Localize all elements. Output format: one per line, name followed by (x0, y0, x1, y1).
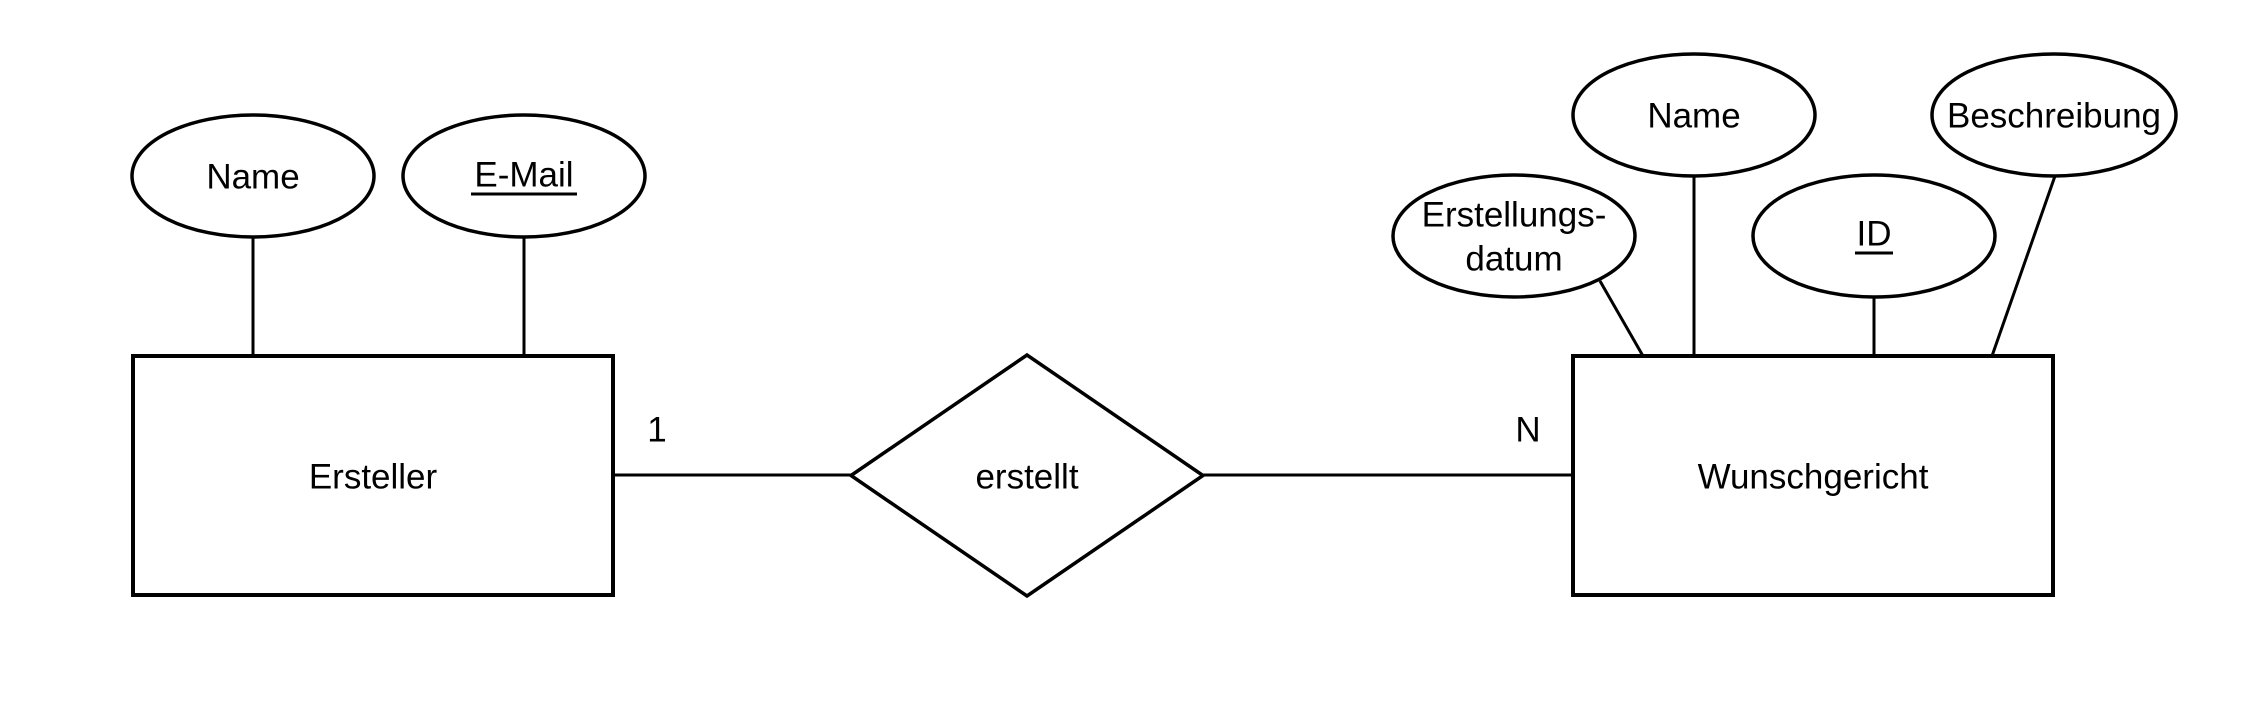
attribute-email-label: E-Mail (474, 156, 573, 195)
entity-wunschgericht-label: Wunschgericht (1698, 458, 1929, 497)
attribute-erstellungsdatum-ellipse (1391, 173, 1637, 299)
attribute-name2-label: Name (1647, 97, 1740, 136)
entity-ersteller-label: Ersteller (309, 458, 438, 497)
cardinality-right-label: N (1515, 411, 1540, 450)
attribute-name-label: Name (206, 158, 299, 197)
connector-beschreibung-to-wunschgericht (1990, 175, 2057, 357)
attribute-beschreibung-label: Beschreibung (1947, 97, 2161, 136)
attribute-id-label: ID (1857, 215, 1892, 254)
relationship-erstellt-label: erstellt (975, 458, 1078, 497)
attribute-beschreibung-ellipse (1930, 52, 2178, 178)
attribute-erstellungsdatum-label-line1: Erstellungs- (1422, 196, 1607, 235)
relationship-erstellt-diamond (847, 352, 1207, 599)
attribute-name2-ellipse (1571, 52, 1817, 178)
entity-ersteller-box (131, 354, 615, 597)
cardinality-left-label: 1 (647, 411, 666, 450)
attribute-email-ellipse (401, 113, 647, 239)
connector-erstellungsdatum-to-wunschgericht (1598, 280, 1645, 357)
entity-wunschgericht-box (1571, 354, 2055, 597)
attribute-name-ellipse (130, 113, 376, 239)
attribute-erstellungsdatum-label-line2: datum (1465, 240, 1562, 279)
attribute-id-ellipse (1751, 173, 1997, 299)
